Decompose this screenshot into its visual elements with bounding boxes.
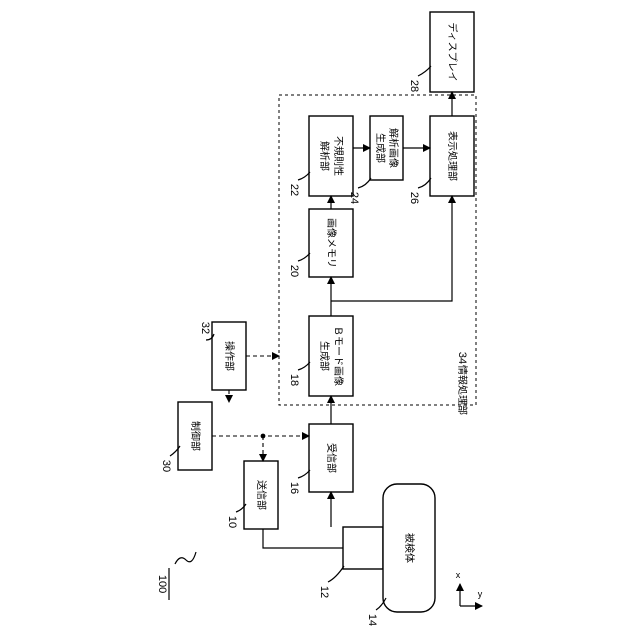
receiver-label: 受信部 [325,443,338,473]
ref-24-leader [358,178,371,188]
ref-26-leader [418,178,431,188]
ref-34: 34 [456,352,468,364]
ref-16: 16 [288,482,300,494]
ref-22-leader [298,172,310,180]
x-axis-label: x [456,570,461,580]
display-processor-label: 表示処理部 [446,131,459,181]
ref-18-leader [298,362,310,370]
ref-24: 24 [348,192,360,204]
irregularity-analyzer-block [309,116,353,196]
y-axis-label: y [478,589,483,599]
transmitter-label: 送信部 [255,480,268,510]
ref-10: 10 [226,516,238,528]
irregularity-analyzer-label-1: 不規則性 [332,136,345,176]
ref-14: 14 [366,614,378,626]
transmitter-to-probe-line [263,529,343,548]
image-memory-label: 画像メモリ [325,218,337,268]
bmode-generator-label-1: Ｂモード画像 [332,326,344,386]
ref-16-leader [298,470,310,478]
analysis-image-generator-label-2: 生成部 [374,133,387,163]
subject-label: 被検体 [403,533,416,563]
ref-12-leader [328,566,344,582]
display-label: ディスプレイ [446,22,459,81]
irregularity-analyzer-label-2: 解析部 [318,141,331,171]
ref-20: 20 [288,265,300,277]
analysis-image-generator-label-1: 解析画像 [387,128,400,168]
info-processor-label: 情報処理部 [456,365,469,415]
ref-28: 28 [408,80,420,92]
probe-block [343,527,383,569]
ref-28-leader [418,66,431,76]
info-processor-caption: 34 情報処理部 [456,352,469,415]
ref-32: 32 [199,322,211,334]
ref-18: 18 [288,374,300,386]
operation-unit-label: 操作部 [223,341,236,371]
ref-22: 22 [288,184,300,196]
ref-20-leader [298,253,310,261]
ref-100: 100 [156,575,168,593]
ref-26: 26 [408,192,420,204]
ref-12: 12 [318,586,330,598]
bmode-generator-label-2: 生成部 [318,341,331,371]
controller-label: 制御部 [189,421,202,451]
ref-100-leader [175,552,196,564]
bmode-generator-block [309,316,353,396]
ref-30: 30 [160,460,172,472]
